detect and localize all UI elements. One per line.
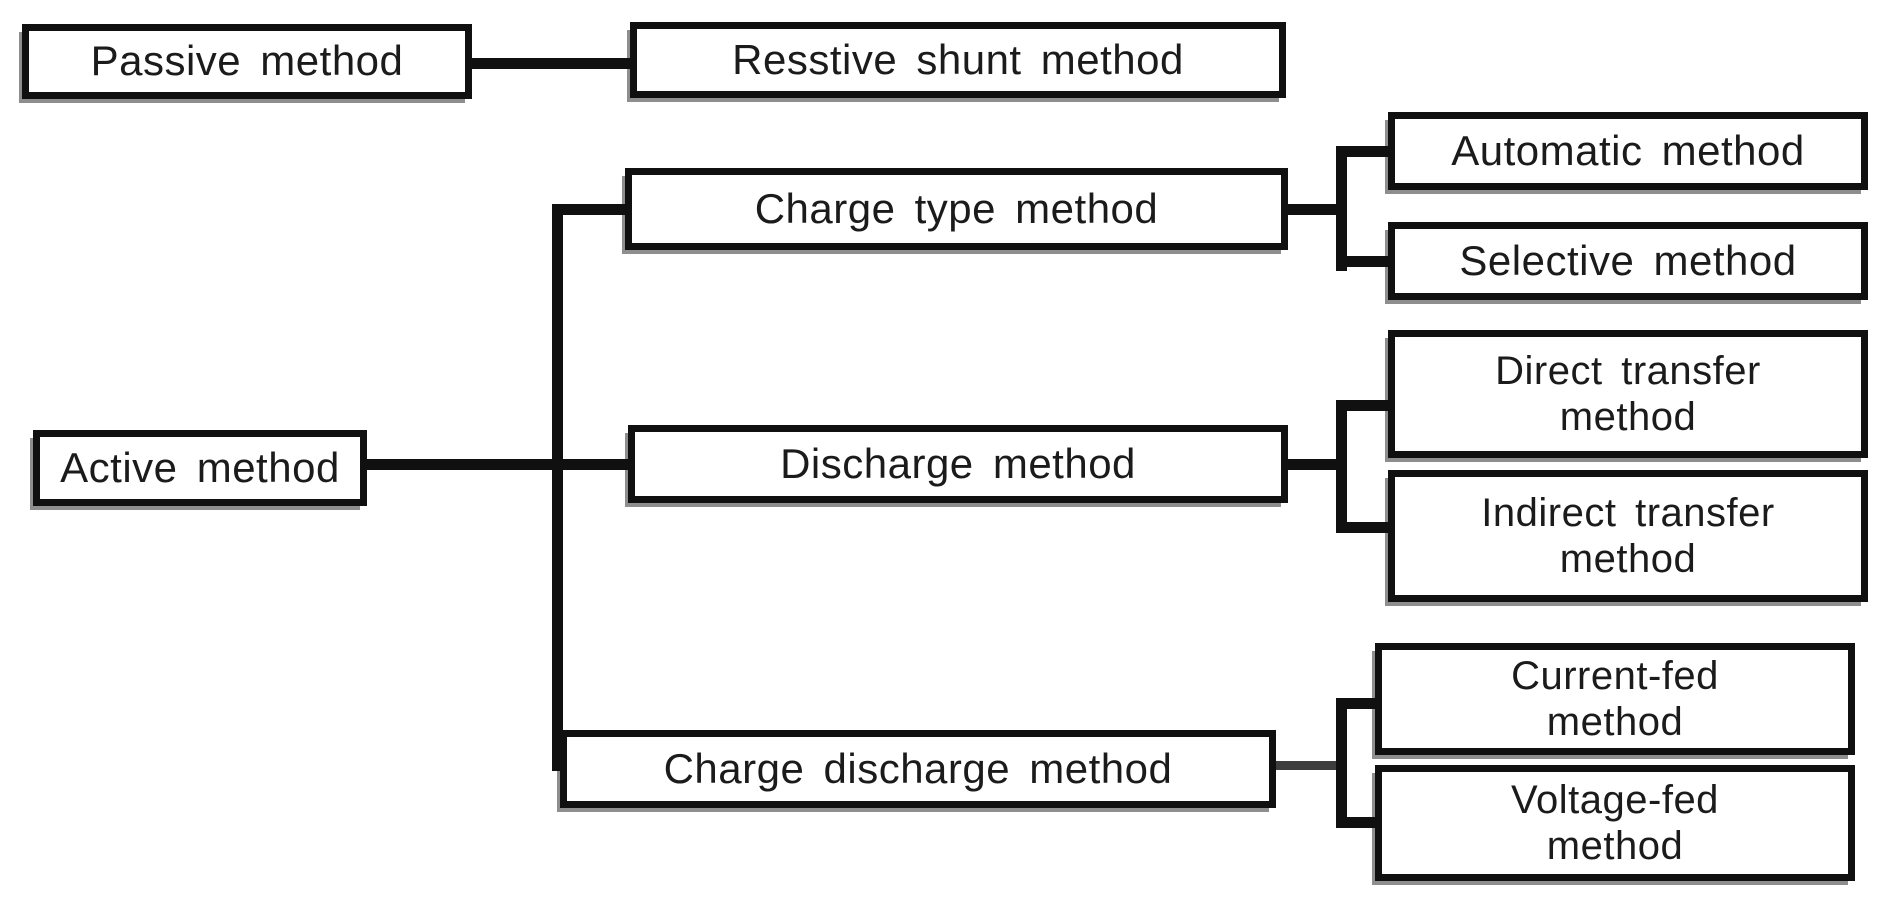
node-direct-transfer-method: Direct transfer method (1388, 330, 1868, 458)
connector-bracket2-indirect (1336, 522, 1388, 533)
node-automatic-method: Automatic method (1388, 112, 1868, 190)
node-selective-method: Selective method (1388, 222, 1868, 300)
node-charge-type-method: Charge type method (625, 168, 1288, 250)
connector-bracket2-direct (1336, 400, 1388, 411)
connector-bracket1-selective (1336, 256, 1388, 267)
connector-bracket3-voltage-fed (1336, 817, 1376, 828)
node-current-fed-method: Current-fed method (1375, 643, 1855, 755)
connector-active-discharge (367, 459, 628, 470)
connector-spine-charge-type (552, 204, 628, 215)
connector-discharge-stub (1288, 459, 1336, 470)
node-resstive-shunt-method: Resstive shunt method (630, 22, 1286, 98)
connector-bracket3-vertical (1336, 698, 1347, 828)
connector-bracket3-current-fed (1336, 698, 1376, 709)
connector-charge-discharge-stub (1276, 761, 1336, 770)
node-indirect-transfer-method: Indirect transfer method (1388, 470, 1868, 602)
node-voltage-fed-method: Voltage-fed method (1375, 765, 1855, 881)
node-charge-discharge-method: Charge discharge method (560, 730, 1276, 808)
connector-bracket2-vertical (1336, 400, 1347, 533)
connector-bracket1-automatic (1336, 146, 1388, 157)
connector-bracket1-vertical (1336, 146, 1347, 271)
connector-charge-type-stub (1288, 204, 1336, 215)
connector-active-spine (552, 204, 563, 771)
connector-passive-resstive (472, 58, 630, 69)
node-active-method: Active method (33, 430, 367, 506)
connector-spine-charge-discharge (552, 760, 567, 771)
node-discharge-method: Discharge method (628, 425, 1288, 503)
node-passive-method: Passive method (22, 24, 472, 99)
